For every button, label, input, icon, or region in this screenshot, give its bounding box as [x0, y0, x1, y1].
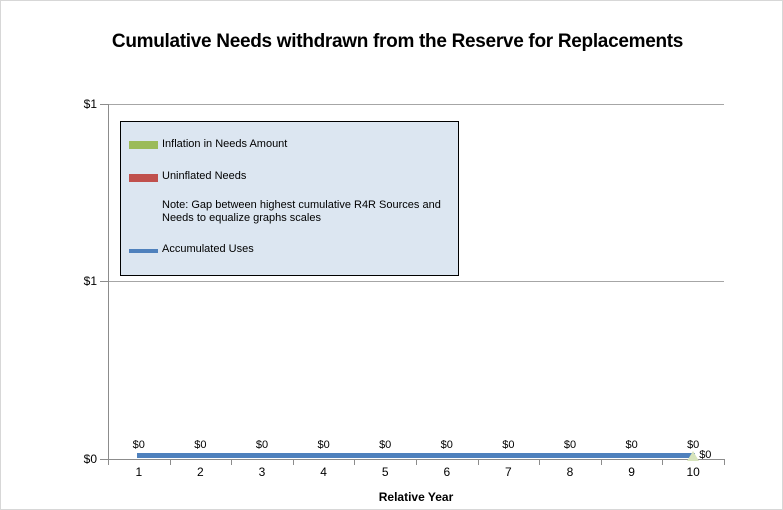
gridline — [108, 281, 724, 282]
category-label: 4 — [320, 465, 327, 479]
data-label-accumulated-uses: $0 — [502, 439, 515, 451]
category-label: 3 — [258, 465, 266, 479]
category-label: 10 — [686, 465, 700, 479]
x-axis-tick — [478, 460, 479, 465]
x-axis-title: Relative Year — [378, 490, 454, 504]
data-label-accumulated-uses: $0 — [440, 439, 453, 451]
legend-swatch-bar — [129, 174, 158, 182]
x-axis-tick — [170, 460, 171, 465]
x-axis-tick — [724, 460, 725, 465]
y-axis-tick — [100, 104, 108, 105]
data-label-accumulated-uses: $0 — [194, 439, 207, 451]
y-axis-label: $0 — [83, 452, 97, 466]
data-label-accumulated-uses: $0 — [255, 439, 269, 451]
legend-item-label: Accumulated Uses — [162, 243, 254, 255]
category-label: 7 — [505, 465, 512, 479]
marker-inflation-triangle — [687, 451, 700, 461]
x-axis-tick — [601, 460, 602, 465]
y-axis-line — [108, 104, 109, 460]
legend-swatch-line — [129, 249, 158, 253]
x-axis-tick — [293, 460, 294, 465]
x-axis-tick — [416, 460, 417, 465]
series-line-accumulated-uses — [136, 453, 696, 458]
category-label: 5 — [381, 465, 389, 479]
x-axis-tick — [231, 460, 232, 465]
x-axis-tick — [108, 460, 109, 465]
category-label: 9 — [628, 465, 635, 479]
data-label-accumulated-uses: $0 — [687, 439, 700, 451]
data-label-accumulated-uses: $0 — [563, 439, 577, 451]
data-label-accumulated-uses: $0 — [379, 439, 392, 451]
gridline — [108, 104, 724, 105]
y-axis-tick — [100, 281, 108, 282]
category-label: 1 — [135, 465, 143, 479]
data-label-accumulated-uses: $0 — [317, 439, 330, 451]
x-axis-tick — [539, 460, 540, 465]
data-label-accumulated-uses: $0 — [625, 439, 638, 451]
y-axis-tick — [100, 459, 108, 460]
chart-title: Cumulative Needs withdrawn from the Rese… — [111, 31, 684, 52]
x-axis-tick — [662, 460, 663, 465]
end-data-label-inflation: $0 — [699, 449, 712, 461]
x-axis-tick — [354, 460, 355, 465]
category-label: 2 — [197, 465, 204, 479]
legend-item-label: Inflation in Needs Amount — [162, 138, 288, 150]
legend-swatch-bar — [129, 141, 158, 149]
y-axis-label: $1 — [83, 274, 97, 288]
legend-note: Note: Gap between highest cumulative R4R… — [162, 199, 441, 224]
category-label: 6 — [443, 465, 451, 479]
x-axis-line — [108, 459, 725, 460]
legend-item-label: Uninflated Needs — [162, 170, 247, 182]
category-label: 8 — [566, 465, 574, 479]
y-axis-label: $1 — [83, 97, 97, 111]
data-label-accumulated-uses: $0 — [132, 439, 145, 451]
